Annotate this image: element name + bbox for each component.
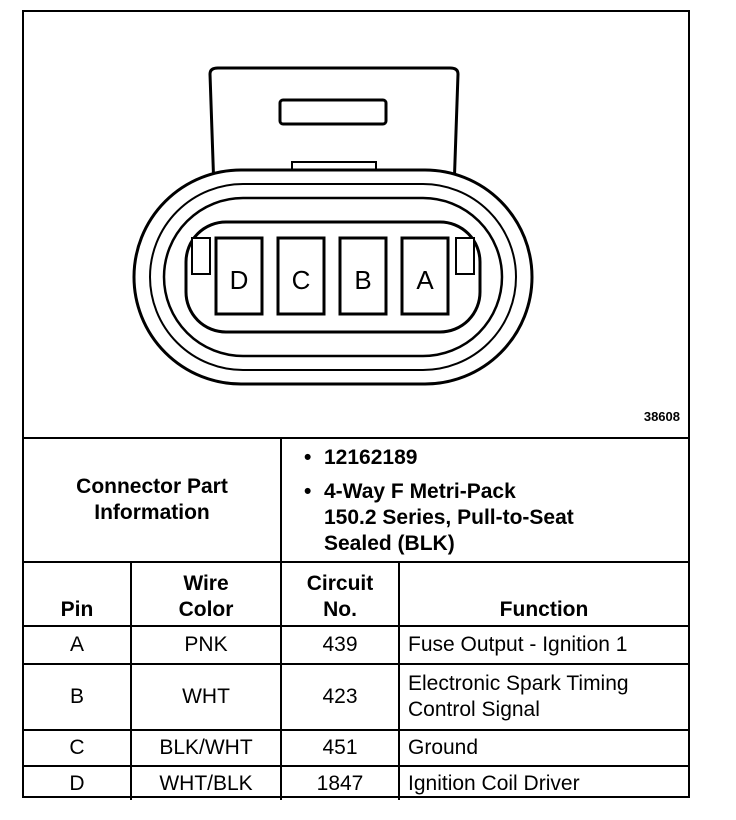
latch-slot: [278, 98, 388, 126]
header-function: Function: [398, 561, 688, 627]
pin-label-a: A: [416, 265, 434, 295]
connector-info-row: Connector Part Information 12162189 4-Wa…: [24, 437, 688, 563]
table-row: A PNK 439 Fuse Output - Ignition 1: [24, 625, 688, 665]
connector-type-line3: Sealed (BLK): [324, 532, 455, 555]
pin-terminal-c: [276, 236, 326, 316]
header-pin: Pin: [24, 561, 132, 627]
pinout-table: Connector Part Information 12162189 4-Wa…: [24, 437, 688, 800]
row-a-pin: A: [24, 625, 132, 665]
row-c-pin: C: [24, 729, 132, 767]
header-wire-color-line1: Wire: [183, 572, 229, 595]
row-d-function: Ignition Coil Driver: [398, 765, 688, 800]
row-c-color: BLK/WHT: [130, 729, 282, 767]
pin-label-b: B: [354, 265, 371, 295]
pin-label-c: C: [292, 265, 311, 295]
connector-seal-ring: [149, 183, 517, 371]
part-number: 12162189: [324, 446, 418, 469]
figure-id: 38608: [643, 409, 680, 424]
pin-terminal-a: [400, 236, 450, 316]
connector-info-list: 12162189 4-Way F Metri-Pack 150.2 Series…: [280, 437, 688, 563]
connector-info-label: Connector Part Information: [24, 437, 282, 563]
connector-info-label-line2: Information: [94, 501, 210, 524]
row-b-function-line2: Control Signal: [408, 698, 540, 721]
table-row: B WHT 423 Electronic Spark Timing Contro…: [24, 663, 688, 731]
table-row: D WHT/BLK 1847 Ignition Coil Driver: [24, 765, 688, 800]
header-function-label: Function: [499, 598, 589, 621]
header-pin-label: Pin: [60, 598, 94, 621]
pin-label-d: D: [230, 265, 249, 295]
row-b-circuit: 423: [280, 663, 400, 731]
connector-type-item: 4-Way F Metri-Pack 150.2 Series, Pull-to…: [304, 479, 680, 557]
row-b-pin: B: [24, 663, 132, 731]
connector-diagram-frame: D C B A 38608 Connector Part Information…: [22, 10, 690, 800]
header-wire-color-line2: Color: [178, 598, 234, 621]
connector-face-svg: D C B A: [132, 66, 534, 386]
table-row: C BLK/WHT 451 Ground: [24, 729, 688, 767]
table-header-row: Pin Wire Color Circuit No. Function: [24, 561, 688, 627]
row-a-circuit: 439: [280, 625, 400, 665]
connector-info-label-line1: Connector Part: [76, 475, 228, 498]
pin-terminal-d: [214, 236, 264, 316]
pin-terminal-b: [338, 236, 388, 316]
header-circuit: Circuit No.: [280, 561, 400, 627]
row-d-color: WHT/BLK: [130, 765, 282, 800]
row-c-circuit: 451: [280, 729, 400, 767]
connector-type-line2: 150.2 Series, Pull-to-Seat: [324, 506, 574, 529]
row-a-function: Fuse Output - Ignition 1: [398, 625, 688, 665]
connector-type-line1: 4-Way F Metri-Pack: [324, 480, 516, 503]
connector-outer-shell: [132, 168, 534, 386]
header-wire-color: Wire Color: [130, 561, 282, 627]
cavity-key-right: [455, 237, 475, 275]
row-b-function-line1: Electronic Spark Timing: [408, 672, 629, 695]
row-d-pin: D: [24, 765, 132, 800]
part-number-item: 12162189: [304, 445, 680, 471]
terminal-cavity: [184, 220, 482, 334]
connector-inner-wall: [162, 196, 504, 358]
header-circuit-line2: No.: [323, 598, 357, 621]
row-d-circuit: 1847: [280, 765, 400, 800]
row-b-function: Electronic Spark Timing Control Signal: [398, 663, 688, 731]
row-c-function: Ground: [398, 729, 688, 767]
row-b-color: WHT: [130, 663, 282, 731]
cavity-key-left: [191, 237, 211, 275]
row-a-color: PNK: [130, 625, 282, 665]
header-circuit-line1: Circuit: [306, 572, 374, 595]
latch-housing: [208, 66, 460, 191]
connector-face-diagram: D C B A 38608: [24, 12, 688, 437]
